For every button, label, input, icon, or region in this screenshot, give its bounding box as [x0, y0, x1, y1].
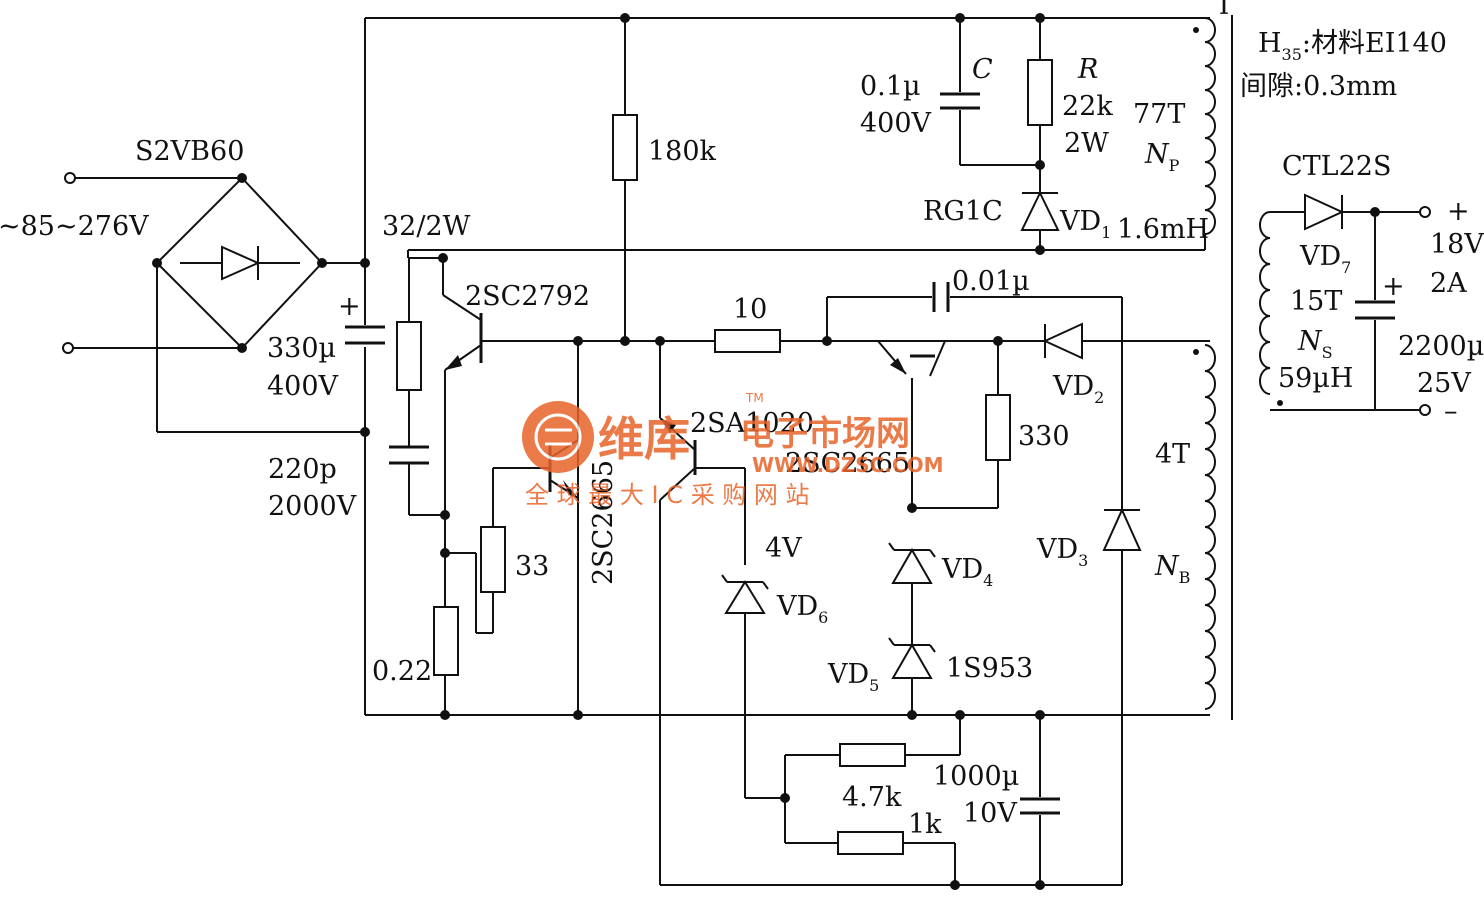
watermark-site: 电子市场网	[740, 414, 910, 454]
out-cap-rating: 25V	[1417, 368, 1471, 399]
res-47k-label: 4.7k	[842, 782, 902, 813]
vd2-label: VD2	[1052, 371, 1104, 407]
res-330-label: 330	[1018, 421, 1070, 452]
q1-label: 2SC2792	[465, 281, 590, 312]
start-res-label: 180k	[648, 136, 717, 167]
secondary-inductance: 59µH	[1278, 363, 1353, 394]
watermark-url: WWW.DZSC.COM	[752, 453, 944, 477]
cap-1000-rating: 10V	[963, 798, 1017, 829]
top-rail	[364, 17, 1210, 715]
output-minus: –	[1444, 396, 1458, 427]
q4-label: 2SC2665	[785, 448, 910, 479]
clamp-cap-rating: 400V	[860, 108, 932, 139]
output-capacitor	[1355, 212, 1395, 410]
diode-vd7	[1304, 193, 1431, 416]
vd7-label: VD7	[1299, 241, 1351, 277]
snubber-branch	[389, 257, 445, 516]
snubber-res-label: 32/2W	[382, 211, 471, 242]
start-resistor	[612, 13, 638, 346]
sense-resistor	[433, 606, 459, 676]
sense-res-label: 0.22	[372, 656, 432, 687]
aux-name: NB	[1154, 551, 1190, 587]
base-resistor-33	[445, 467, 550, 634]
out-cap-plus: +	[1382, 271, 1405, 302]
transistor-q3	[548, 336, 583, 720]
feedback-capacitor	[826, 282, 1123, 510]
gap-label: 间隙:0.3mm	[1240, 71, 1397, 102]
labels: ~85~276V S2VB60 + 330µ 400V 32/2W 2SC279…	[0, 0, 1484, 840]
out-cap-value: 2200µ	[1398, 331, 1484, 362]
zener-vd5	[888, 637, 936, 720]
primary-turns: 77T	[1133, 99, 1185, 130]
transistor-q2	[655, 336, 746, 885]
watermark-tm: TM	[745, 391, 764, 405]
vd6-voltage: 4V	[765, 533, 802, 564]
vd4-label: VD4	[941, 554, 993, 590]
zener-vd6	[721, 574, 785, 799]
res-1k-label: 1k	[908, 809, 942, 840]
diode-vd3	[1102, 507, 1142, 885]
aux-turns: 4T	[1155, 439, 1190, 470]
clamp-res-rating: 2W	[1064, 128, 1109, 159]
res-33-label: 33	[515, 551, 549, 582]
snubber-cap-value: 220p	[268, 454, 337, 485]
vd6-label: VD6	[776, 591, 828, 627]
resistor-330	[907, 336, 1011, 513]
res-10-label: 10	[733, 294, 767, 325]
secondary-turns: 15T	[1290, 286, 1342, 317]
watermark: 维库 TM 电子市场网 WWW.DZSC.COM 全 球 最 大 I C 采 购…	[522, 391, 944, 509]
vd7-part: CTL22S	[1282, 151, 1391, 182]
secondary-name: NS	[1297, 326, 1333, 362]
output-voltage: 18V	[1430, 229, 1484, 260]
q3-label: 2SC2665	[588, 460, 619, 585]
transformer	[1193, 15, 1420, 720]
vd3-label: VD3	[1036, 534, 1088, 570]
clamp-res-value: 22k	[1062, 91, 1113, 122]
core-label: H35:材料EI140	[1258, 28, 1447, 64]
input-cap-plus: +	[338, 291, 361, 322]
q2-label: 2SA1020	[690, 408, 814, 439]
clamp-cap-label: C	[972, 54, 993, 85]
watermark-logo-icon	[522, 401, 594, 473]
input-voltage-label: ~85~276V	[0, 211, 149, 242]
bridge-rectifier	[152, 173, 365, 433]
input-cap-rating: 400V	[267, 371, 339, 402]
output-current: 2A	[1430, 268, 1467, 299]
input-cap-value: 330µ	[267, 333, 336, 364]
bottom-network	[660, 710, 1122, 890]
transformer-label: T	[1215, 0, 1233, 21]
clamp-cap-value: 0.1µ	[860, 71, 921, 102]
zener-vd4	[888, 542, 936, 645]
resistor-10	[714, 329, 832, 353]
primary-name: NP	[1144, 139, 1180, 175]
bridge-label: S2VB60	[135, 136, 244, 167]
vd1-label: VD1	[1059, 206, 1111, 242]
fb-cap-label: 0.01µ	[952, 266, 1030, 297]
clamp-network	[407, 13, 1205, 258]
transistor-q4	[877, 340, 946, 510]
vd5-label: VD5	[827, 659, 879, 695]
output-plus: +	[1447, 196, 1470, 227]
vd5-part: 1S953	[946, 653, 1033, 684]
primary-inductance: 1.6mH	[1117, 214, 1209, 245]
clamp-res-label: R	[1077, 54, 1098, 85]
diode-vd2	[998, 322, 1210, 360]
watermark-slogan: 全 球 最 大 I C 采 购 网 站	[525, 481, 810, 509]
input-capacitor	[340, 325, 390, 347]
snubber-cap-rating: 2000V	[268, 491, 357, 522]
watermark-brand: 维库	[598, 412, 690, 466]
cap-1000-value: 1000µ	[933, 761, 1019, 792]
vd1-part: RG1C	[923, 196, 1003, 227]
